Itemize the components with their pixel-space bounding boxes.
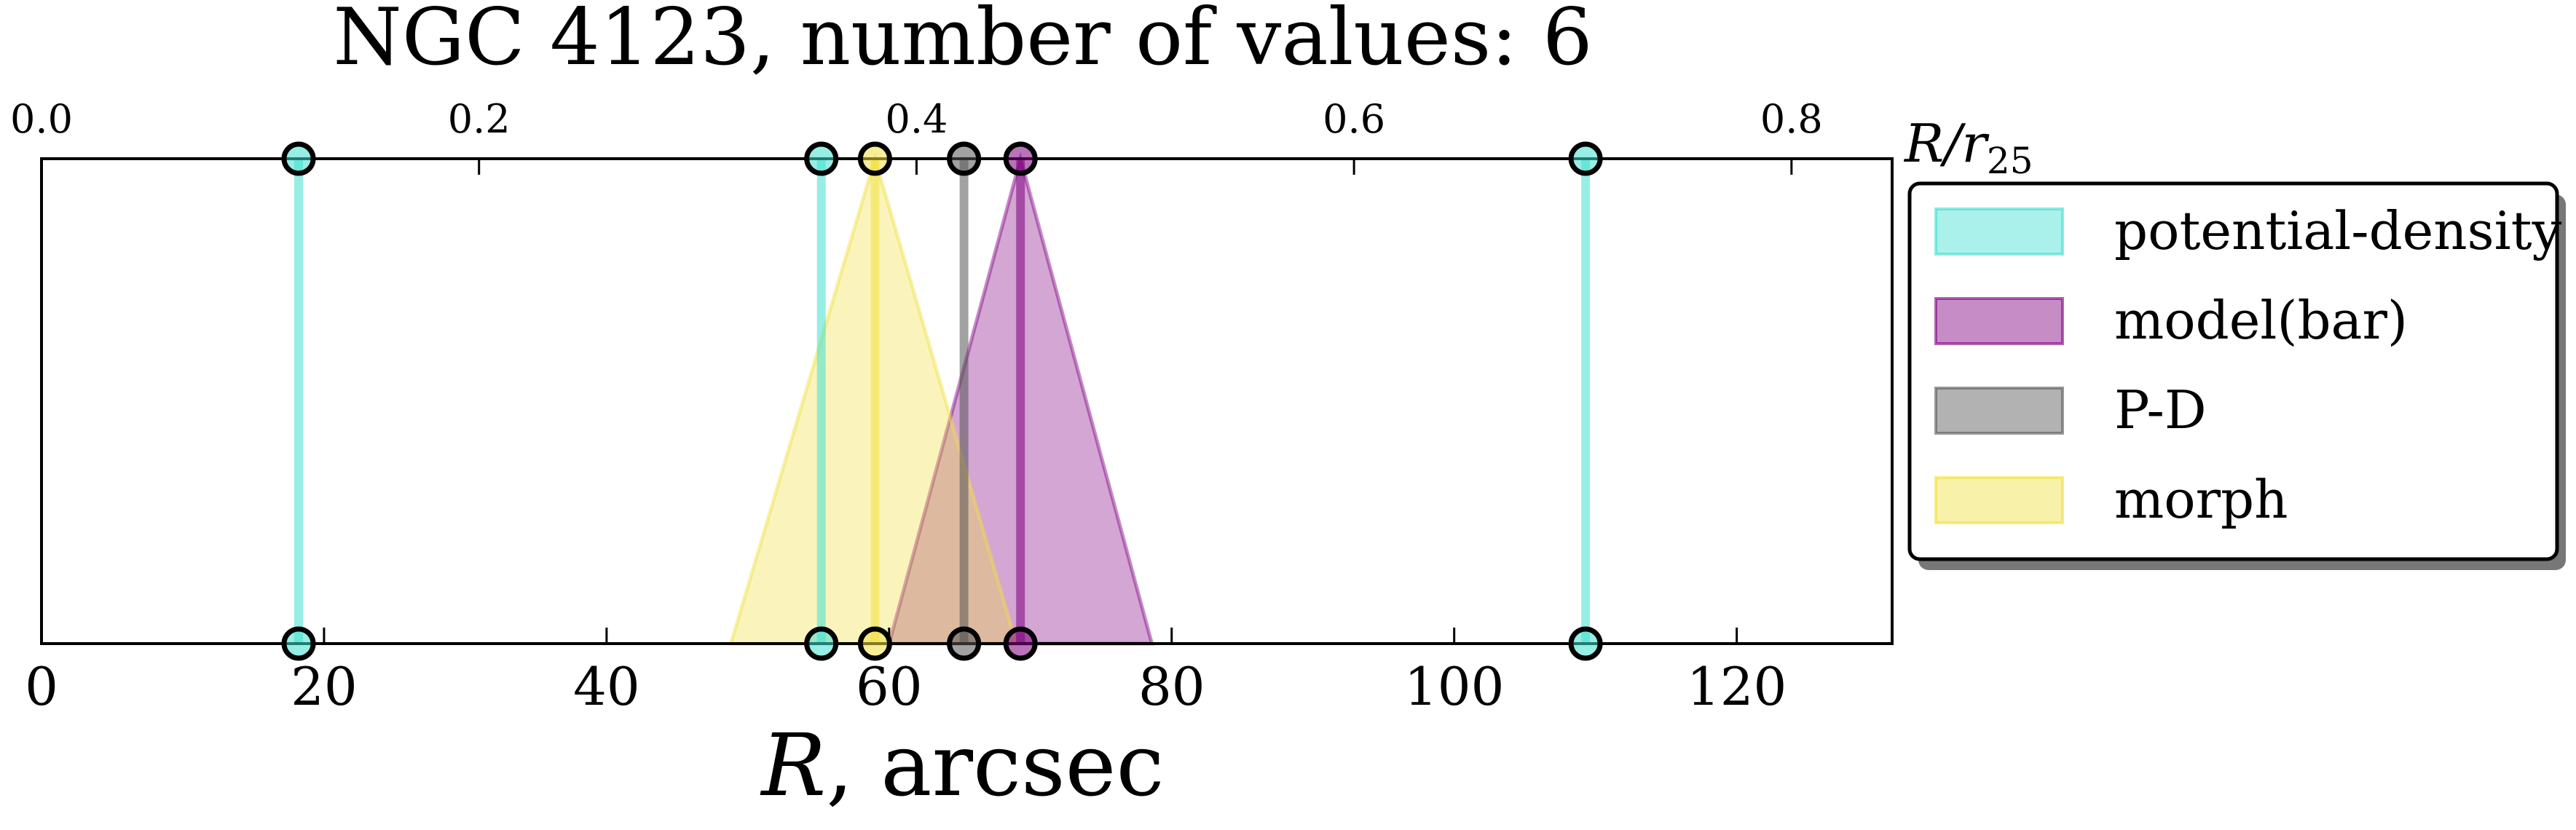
legend: potential-density model(bar) P-D morph [1907,181,2566,570]
legend-label: model(bar) [2114,290,2408,351]
legend-box [1907,181,2559,561]
x-tick-label: 60 [856,656,923,717]
value-marker [1003,626,1038,661]
chart-title: NGC 4123, number of values: 6 [333,0,1592,83]
value-marker [1568,141,1603,176]
x2-tick-label: 0.6 [1323,96,1385,142]
x-tick-label: 100 [1404,656,1504,717]
x-tick-label: 0 [25,656,58,717]
value-marker [857,626,892,661]
value-marker [857,141,892,176]
legend-swatch [1934,476,2064,524]
legend-swatch [1934,387,2064,435]
value-marker [1568,626,1603,661]
x2-tick-label: 0.4 [885,96,948,142]
value-marker [1003,141,1038,176]
value-marker [947,141,982,176]
value-marker [804,626,839,661]
x2-tick-label: 0.2 [448,96,511,142]
legend-swatch [1934,208,2064,256]
legend-label: potential-density [2114,200,2562,261]
x2-axis-label: R/r25 [1903,113,2033,182]
x2-tick-label: 0.0 [10,96,73,142]
value-marker [281,141,316,176]
x-tick-label: 40 [573,656,640,717]
plot-markers [281,141,1603,661]
x-tick-labels: 0 20 40 60 80 100 120 [25,656,1787,717]
legend-label: P-D [2114,379,2207,440]
value-marker [804,141,839,176]
x-tick-label: 80 [1138,656,1205,717]
x2-tick-labels: 0.0 0.2 0.4 0.6 0.8 [10,96,1823,142]
legend-label: morph [2114,469,2288,530]
x-axis-label: R, arcsec [760,715,1164,815]
value-marker [947,626,982,661]
legend-swatch [1934,297,2064,345]
x2-tick-label: 0.8 [1760,96,1823,142]
plot-shapes [294,151,1591,646]
x-tick-label: 20 [291,656,358,717]
axis-ticks [40,159,1793,644]
value-marker [281,626,316,661]
x-tick-label: 120 [1687,656,1787,717]
